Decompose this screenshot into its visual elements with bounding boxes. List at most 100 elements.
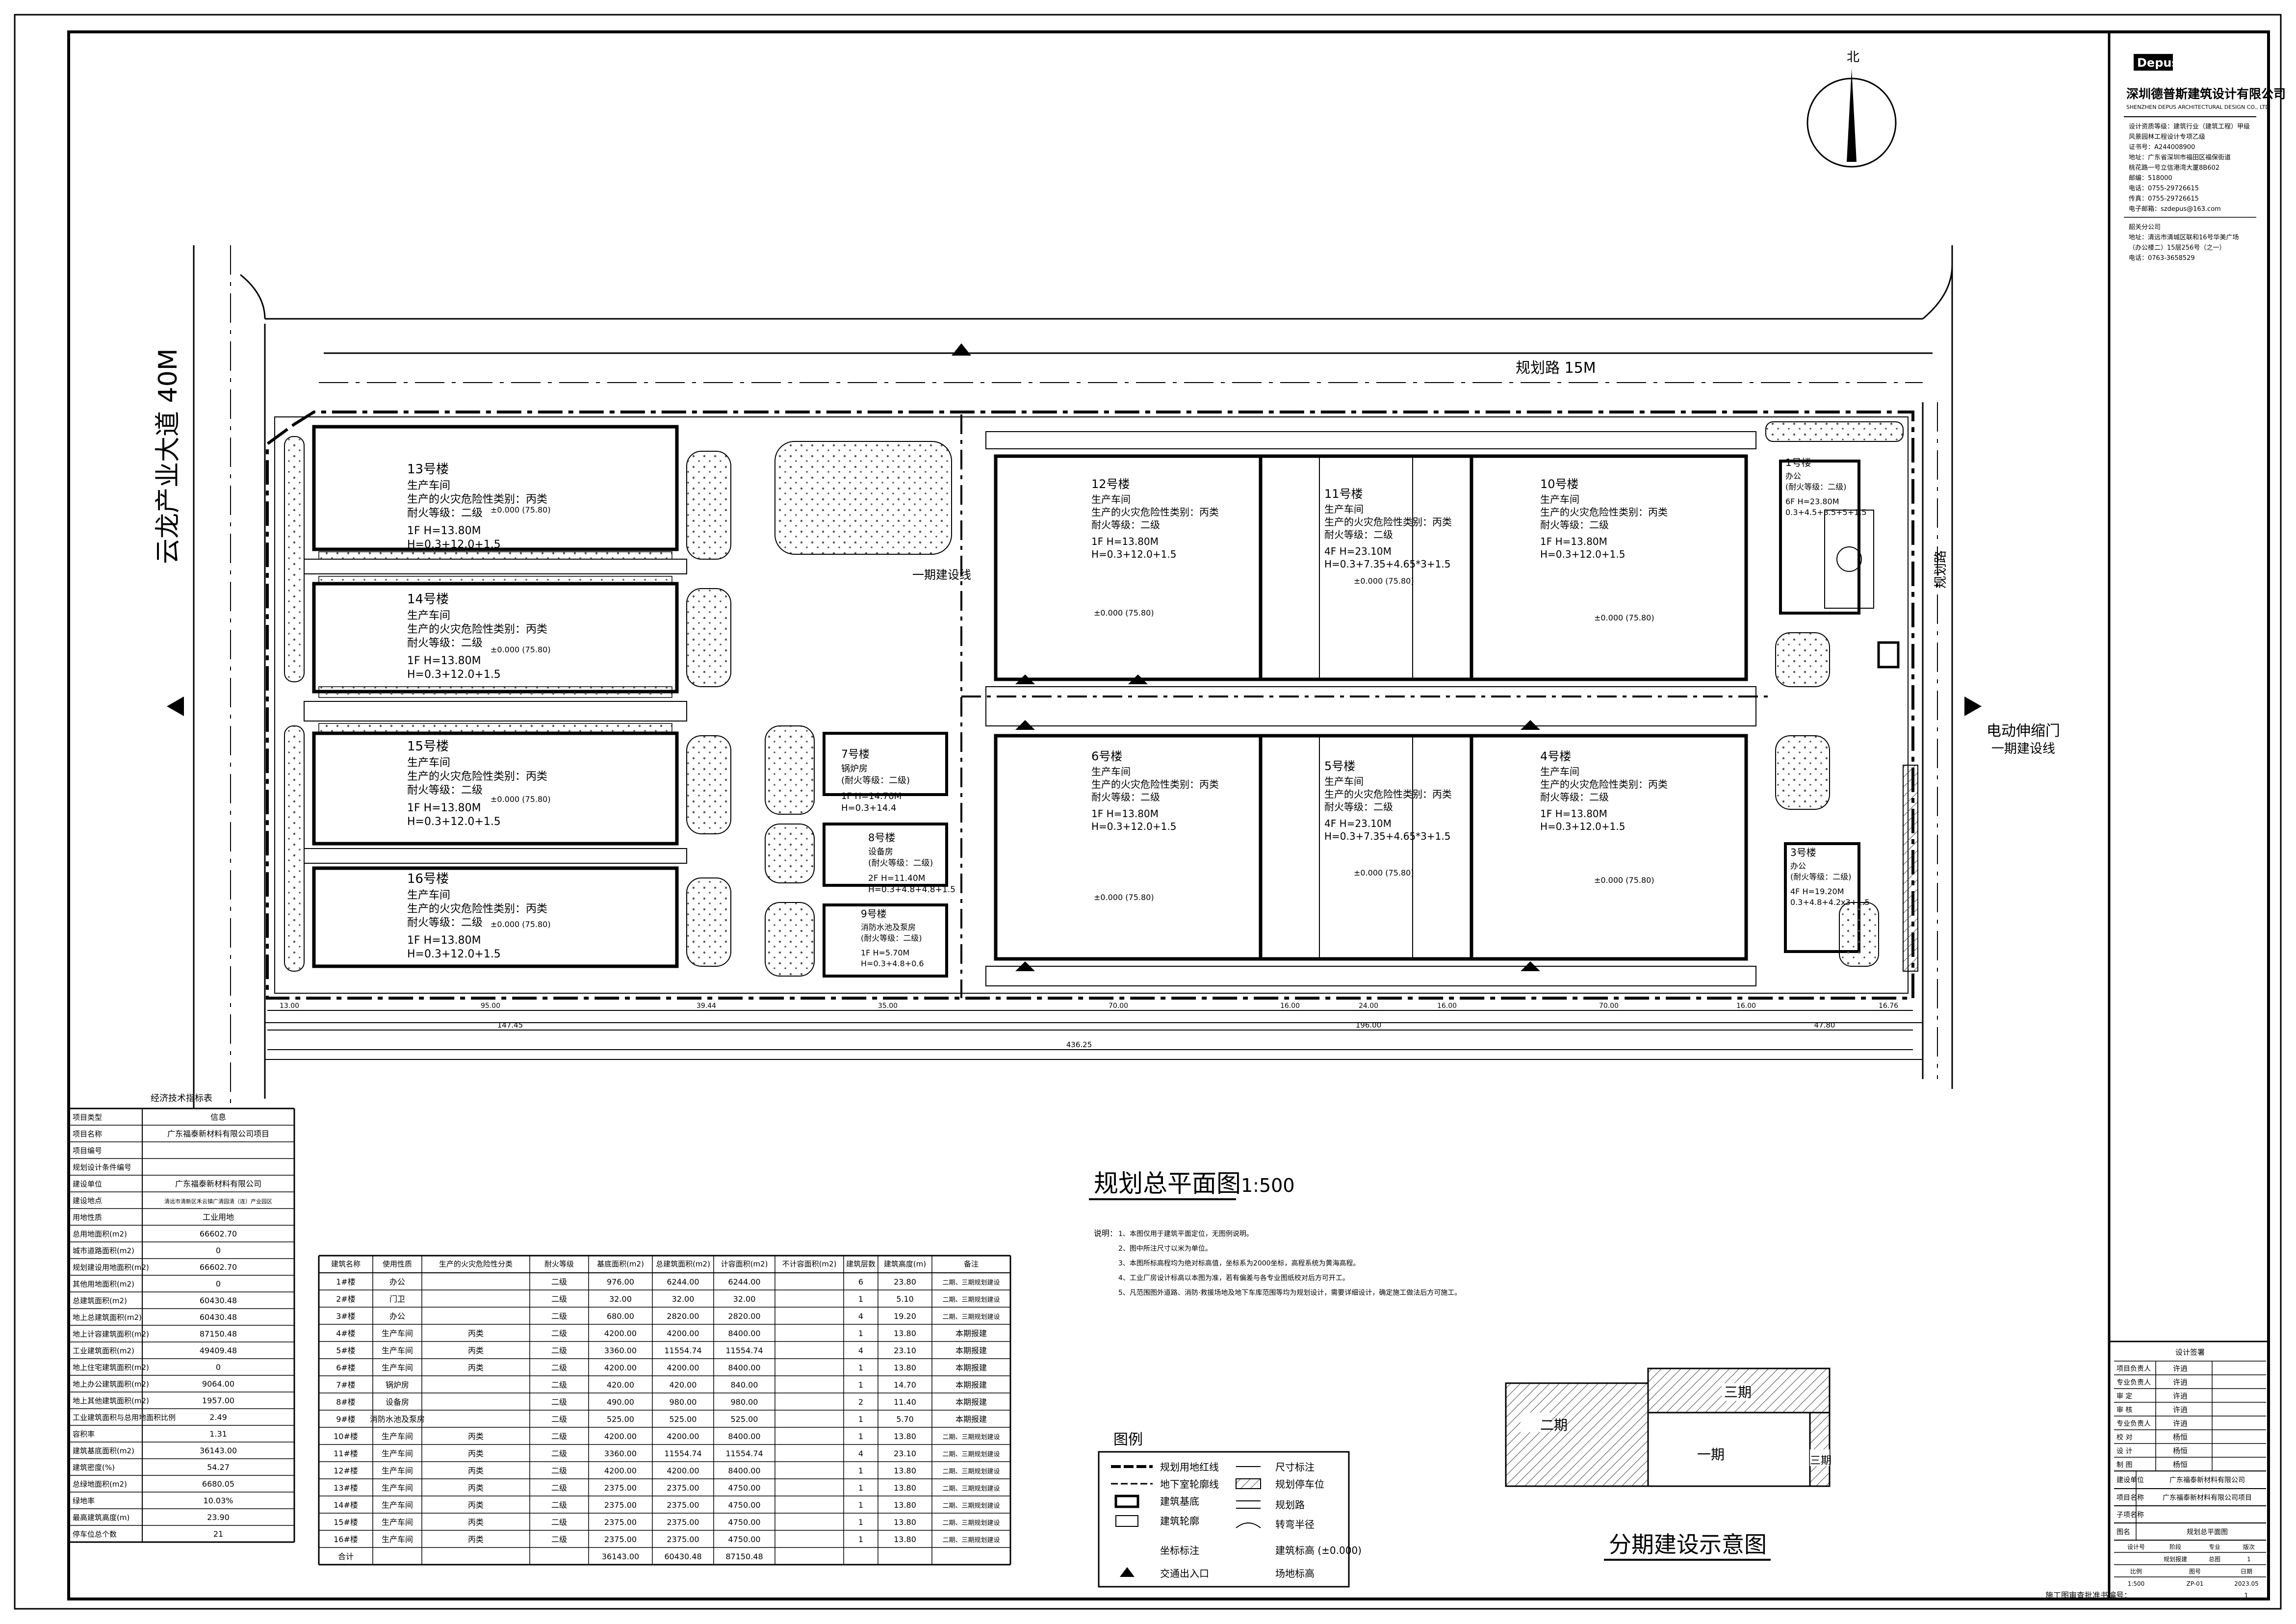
sign-role: 项目负责人: [2116, 1365, 2151, 1373]
building-height-breakdown: H=0.3+7.35+4.65*3+1.5: [1324, 558, 1450, 570]
tech-table-value: 广东福泰新材料有限公司: [175, 1179, 261, 1188]
tech-table-value: 清远市清新区禾云镇广清园清（连）产业园区: [164, 1198, 272, 1205]
building-height: 1F H=13.80M: [407, 934, 481, 947]
tech-table-title: 经济技术指标表: [151, 1093, 212, 1104]
schedule-cell: 23.80: [894, 1277, 916, 1287]
building-fire-class: 生产的火灾危险性类别：丙类: [1324, 516, 1452, 528]
schedule-cell: 二期、三期规划建设: [942, 1485, 1000, 1493]
company-logo: [2134, 54, 2173, 71]
schedule-cell: 525.00: [731, 1415, 758, 1424]
green-west-3: [686, 735, 731, 834]
building-fire-grade: 耐火等级：二级: [1324, 801, 1393, 813]
schedule-cell: 二期、三期规划建设: [942, 1520, 1000, 1527]
titleblock-label: 图名: [2116, 1528, 2130, 1536]
tech-table-value: 36143.00: [200, 1446, 237, 1455]
schedule-cell: 办公: [389, 1277, 405, 1287]
building-fire-grade: 耐火等级：二级: [1091, 519, 1160, 531]
legend-item: 规划停车位: [1275, 1478, 1324, 1490]
building-name: 1号楼: [1785, 457, 1811, 468]
titleblock-meta-head: 专业: [2209, 1543, 2220, 1550]
titleblock-meta-head: 设计号: [2127, 1544, 2145, 1550]
building-height: 1F H=13.80M: [407, 802, 481, 814]
schedule-cell: 合计: [338, 1552, 354, 1561]
dimension-total: 196.00: [1356, 1021, 1382, 1030]
schedule-cell: 二级: [551, 1518, 567, 1527]
building-height-breakdown: 0.3+4.5+3.5+5+1.5: [1785, 508, 1867, 517]
sheet-border-outer: [14, 14, 2282, 1610]
schedule-cell: 6: [858, 1277, 863, 1287]
building-height: 1F H=13.80M: [407, 525, 481, 537]
company-info-line: 传真：0755-29726615: [2129, 195, 2199, 203]
schedule-cell: 4750.00: [728, 1535, 760, 1544]
schedule-cell: 14#楼: [334, 1500, 358, 1510]
road-label-north: 规划路 15M: [1516, 360, 1596, 377]
tech-table-key: 其他用地面积(m2): [73, 1280, 134, 1289]
building-use: 消防水池及泵房: [861, 923, 916, 932]
tech-table-value: 6680.05: [202, 1479, 234, 1489]
schedule-cell: 60430.48: [664, 1552, 701, 1561]
elevation-label: ±0.000 (75.80): [1594, 613, 1654, 622]
schedule-cell: 4750.00: [728, 1500, 760, 1510]
company-logo-text: Depus: [2137, 56, 2179, 70]
schedule-cell: 11554.74: [725, 1346, 763, 1355]
schedule-cell: 丙类: [468, 1466, 484, 1475]
legend-item: 尺寸标注: [1275, 1461, 1315, 1473]
schedule-cell: 门卫: [389, 1294, 405, 1304]
parking-stalls: [1903, 765, 1918, 972]
building-name: 15号楼: [407, 739, 449, 754]
schedule-cell: 二级: [551, 1397, 567, 1407]
company-info-line: 电子邮箱：szdepus@163.com: [2129, 205, 2221, 213]
schedule-cell: 14.70: [894, 1380, 916, 1390]
company-info-line: 地址：清远市清城区联和16号华美广场: [2129, 233, 2239, 241]
sign-person: 许逍: [2173, 1419, 2188, 1428]
tech-table-key: 地上办公建筑面积(m2): [73, 1380, 149, 1389]
elevation-label: ±0.000 (75.80): [490, 920, 551, 929]
building-height-breakdown: 0.3+4.8+4.2x3+1.5: [1790, 898, 1870, 907]
schedule-cell: 丙类: [468, 1500, 484, 1510]
schedule-header: 生产的火灾危险性分类: [439, 1260, 513, 1268]
schedule-cell: 16#楼: [334, 1535, 358, 1544]
schedule-cell: 11.40: [894, 1397, 916, 1407]
schedule-cell: 二级: [551, 1483, 567, 1493]
tech-table-key: 建筑基底面积(m2): [73, 1446, 134, 1455]
schedule-cell: 本期报建: [955, 1397, 987, 1407]
dimension-label: 16.00: [1437, 1002, 1457, 1010]
tech-table-value: 49409.48: [200, 1346, 237, 1355]
building-fire-grade: (耐火等级：二级): [1785, 482, 1847, 491]
schedule-cell: 1: [858, 1363, 863, 1372]
elevation-label: ±0.000 (75.80): [490, 795, 551, 804]
dimension-label: 70.00: [1599, 1002, 1619, 1010]
building-name: 7号楼: [841, 748, 870, 761]
phase-3b: 三期: [1810, 1455, 1832, 1467]
building-fire-grade: 耐火等级：二级: [1540, 519, 1609, 531]
tech-table-key: 规划设计条件编号: [73, 1163, 131, 1172]
phase-diagram: 二期 三期 一期 三期 分期建设示意图: [1505, 1367, 1832, 1561]
building-height: 1F H=13.80M: [1540, 808, 1607, 820]
schedule-cell: 680.00: [607, 1312, 634, 1321]
building-height-breakdown: H=0.3+12.0+1.5: [407, 816, 501, 828]
schedule-cell: 8400.00: [728, 1466, 760, 1475]
tech-table-key: 地上总建筑面积(m2): [73, 1313, 142, 1322]
tech-table-value: 工业用地: [203, 1212, 234, 1222]
schedule-cell: 19.20: [894, 1312, 916, 1321]
sign-title: 设计签署: [2175, 1348, 2205, 1357]
building-10: [1470, 454, 1748, 681]
building-1: [1779, 460, 1860, 615]
schedule-cell: 2375.00: [604, 1483, 637, 1493]
tech-table-value: 54.27: [207, 1463, 230, 1472]
building-height: 6F H=23.80M: [1785, 497, 1839, 506]
legend-item: 规划用地红线: [1160, 1461, 1219, 1473]
dimension-label: 24.00: [1359, 1002, 1378, 1010]
building-height-breakdown: H=0.3+12.0+1.5: [407, 948, 501, 960]
entrance-west: [167, 696, 184, 716]
schedule-cell: 420.00: [670, 1380, 697, 1390]
schedule-cell: 36143.00: [602, 1552, 639, 1561]
schedule-cell: 生产车间: [382, 1363, 413, 1372]
schedule-cell: 15#楼: [334, 1518, 358, 1527]
building-fire-grade: 耐火等级：二级: [407, 917, 483, 929]
schedule-cell: 2375.00: [604, 1518, 637, 1527]
schedule-cell: 丙类: [468, 1483, 484, 1493]
